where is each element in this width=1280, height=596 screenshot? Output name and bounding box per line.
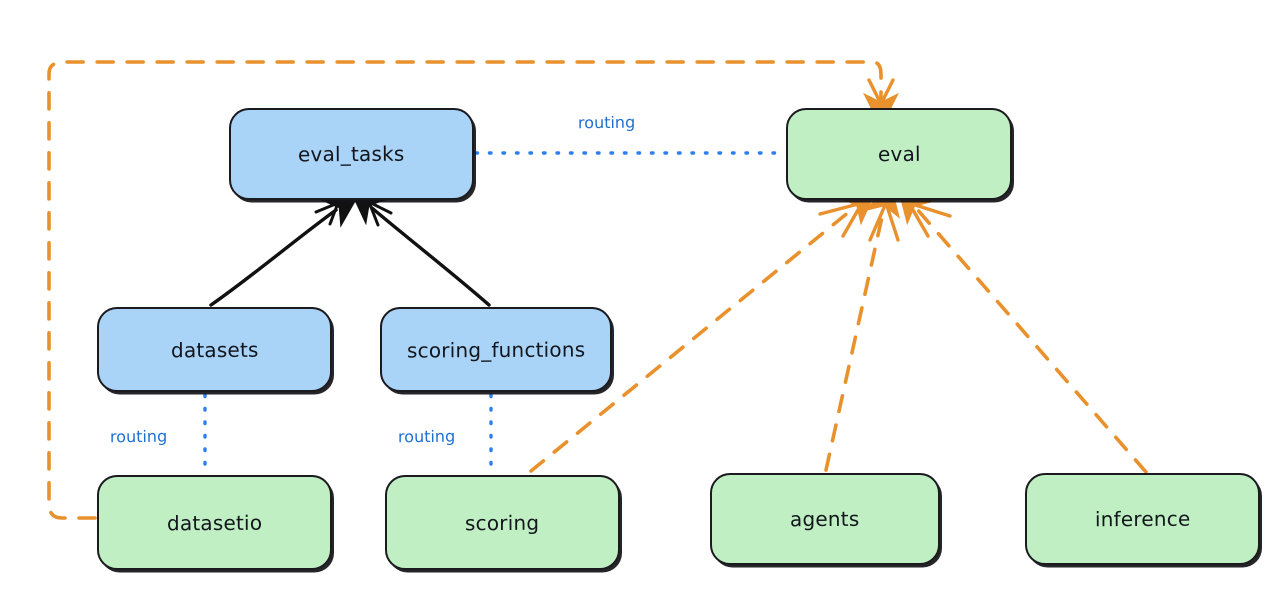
edge-agents-to-eval xyxy=(824,179,901,472)
node-inference-label: inference xyxy=(1094,506,1191,532)
node-eval-tasks-label: eval_tasks xyxy=(298,141,405,167)
edge-label-routing-datasets-datasetio: routing xyxy=(109,426,168,447)
node-agents-label: agents xyxy=(790,506,860,532)
node-datasetio[interactable]: datasetio xyxy=(97,475,332,570)
edge-scoring-functions-to-eval-tasks xyxy=(348,188,491,307)
edge-label-routing-scoring-functions-scoring: routing xyxy=(397,426,456,447)
node-scoring[interactable]: scoring xyxy=(385,475,620,570)
edge-datasets-to-eval-tasks xyxy=(209,192,361,307)
edge-scoring-to-eval xyxy=(529,188,878,473)
node-scoring-functions-label: scoring_functions xyxy=(406,336,586,363)
edge-label-routing-eval-tasks-eval: routing xyxy=(577,112,636,133)
node-inference[interactable]: inference xyxy=(1025,473,1260,565)
node-datasetio-label: datasetio xyxy=(166,510,263,535)
edge-datasetio-to-eval xyxy=(47,60,899,520)
node-datasets[interactable]: datasets xyxy=(97,307,332,392)
node-eval-tasks[interactable]: eval_tasks xyxy=(229,108,474,200)
edge-inference-to-eval xyxy=(897,186,1148,474)
node-datasets-label: datasets xyxy=(170,337,259,362)
node-scoring-label: scoring xyxy=(465,510,540,535)
node-eval-label: eval xyxy=(877,141,921,167)
node-eval[interactable]: eval xyxy=(786,108,1012,200)
node-scoring-functions[interactable]: scoring_functions xyxy=(380,307,612,392)
node-agents[interactable]: agents xyxy=(710,473,940,565)
